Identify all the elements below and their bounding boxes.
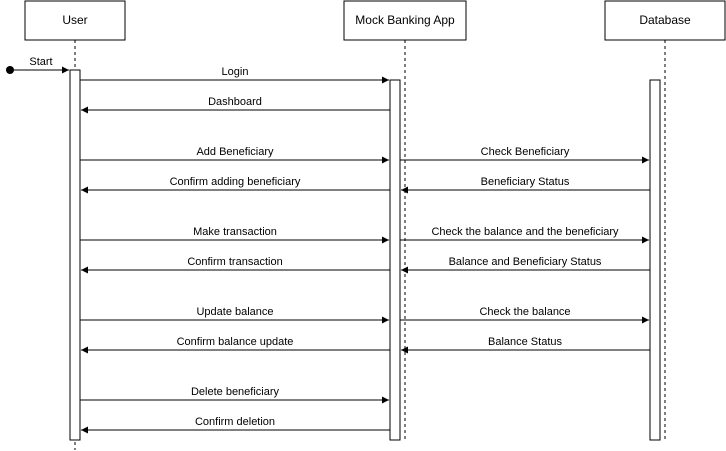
message-label: Check Beneficiary [481,146,570,158]
message-label: Balance and Beneficiary Status [449,256,602,268]
message-label: Make transaction [193,226,277,238]
message-label: Confirm transaction [187,256,282,268]
start-label: Start [29,56,52,68]
message-label: Update balance [196,306,273,318]
message-label: Confirm balance update [177,336,294,348]
actor-box-db [604,0,726,41]
actor-label-app: Mock Banking App [355,13,455,27]
message-label: Confirm adding beneficiary [170,176,301,188]
activation-db [649,79,661,441]
message-label: Check the balance [479,306,570,318]
activation-app [389,79,401,441]
actor-box-app [343,0,467,41]
message-label: Delete beneficiary [191,386,280,398]
actor-label-db: Database [639,13,691,27]
message-label: Login [222,66,249,78]
message-label: Dashboard [208,96,262,108]
activation-user [69,69,81,441]
message-label: Balance Status [488,336,562,348]
actor-box-user [24,0,126,41]
message-label: Beneficiary Status [481,176,570,188]
actor-label-user: User [62,13,87,27]
message-label: Confirm deletion [195,416,275,428]
message-label: Add Beneficiary [196,146,274,158]
message-label: Check the balance and the beneficiary [431,226,619,238]
